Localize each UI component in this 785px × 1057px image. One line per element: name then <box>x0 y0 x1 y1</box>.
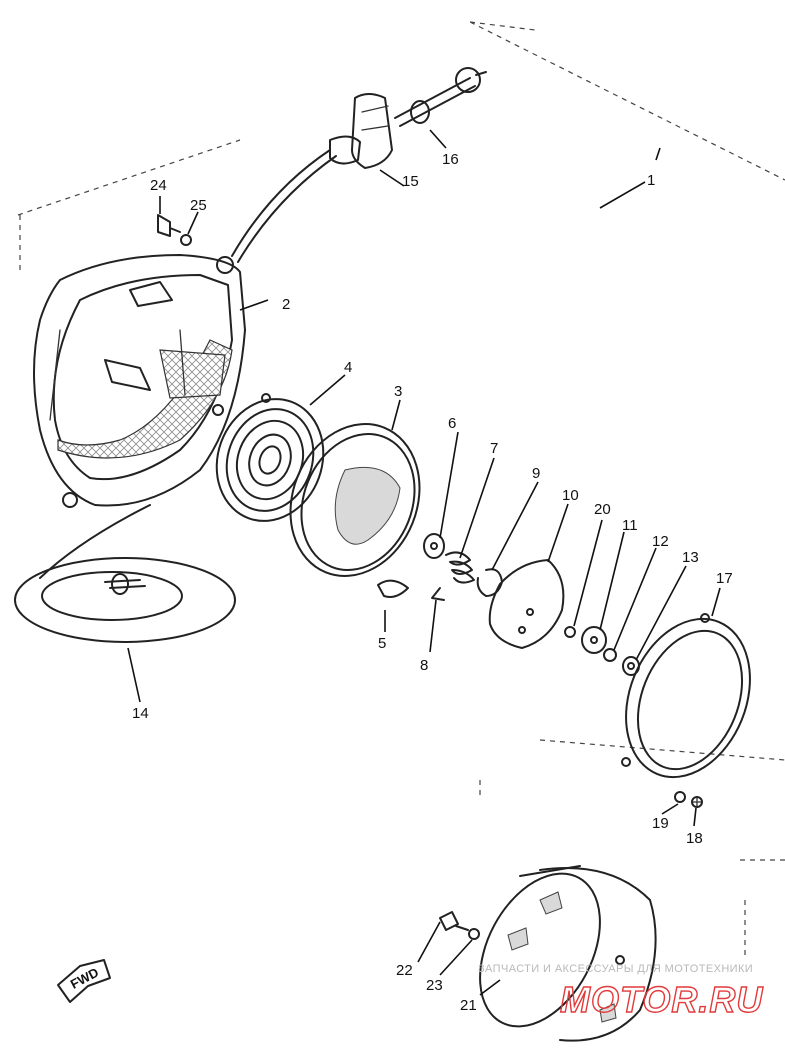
part-21-outer-cover <box>479 865 657 1042</box>
part-10-friction-plate <box>488 559 565 649</box>
callout-25: 25 <box>190 197 207 214</box>
callout-5: 5 <box>378 635 386 652</box>
callout-13: 13 <box>682 549 699 566</box>
callout-18: 18 <box>686 830 703 847</box>
part-11-washer <box>581 626 607 654</box>
part-22-bolt <box>439 911 469 931</box>
callout-15: 15 <box>402 173 419 190</box>
part-15-starter-handle <box>329 93 393 169</box>
part-23-washer <box>468 928 480 940</box>
part-3-reel <box>289 423 421 577</box>
part-6-washer <box>423 533 445 559</box>
callout-20: 20 <box>594 501 611 518</box>
callout-17: 17 <box>716 570 733 587</box>
watermark-site: MOTOR.RU <box>560 979 763 1020</box>
part-7-spring <box>445 551 475 584</box>
part-12-washer <box>603 648 617 662</box>
callout-labels: 1 2 3 4 5 6 7 8 9 10 11 12 13 14 15 16 1… <box>132 151 733 1014</box>
callout-9: 9 <box>532 465 540 482</box>
part-24-bolt <box>157 214 181 237</box>
part-9-circlip <box>476 568 503 597</box>
callout-1: 1 <box>647 172 655 189</box>
callout-2: 2 <box>282 296 290 313</box>
part-25-washer <box>180 234 192 246</box>
fwd-arrow: FWD <box>57 959 111 1003</box>
callout-14: 14 <box>132 705 149 722</box>
watermark: ЗАПЧАСТИ И АКСЕССУАРЫ ДЛЯ МОТОТЕХНИКИ MO… <box>478 963 763 1021</box>
callout-10: 10 <box>562 487 579 504</box>
part-18-screw <box>691 796 703 808</box>
fwd-label: FWD <box>68 965 101 992</box>
callout-4: 4 <box>344 359 352 376</box>
callout-22: 22 <box>396 962 413 979</box>
callout-23: 23 <box>426 977 443 994</box>
callout-16: 16 <box>442 151 459 168</box>
callout-21: 21 <box>460 997 477 1014</box>
part-1-reference <box>599 147 661 209</box>
callout-19: 19 <box>652 815 669 832</box>
watermark-tagline: ЗАПЧАСТИ И АКСЕССУАРЫ ДЛЯ МОТОТЕХНИКИ <box>478 963 753 975</box>
starter-rope <box>231 149 337 263</box>
assembly-frame-lines <box>17 21 785 960</box>
callout-11: 11 <box>622 517 638 534</box>
part-4-recoil-spring <box>215 393 325 522</box>
callout-24: 24 <box>150 177 167 194</box>
callout-3: 3 <box>394 383 402 400</box>
part-16-bolt <box>394 67 487 127</box>
part-19-washer <box>674 791 686 803</box>
part-5-pawl <box>377 579 409 598</box>
part-2-starter-housing <box>33 254 246 508</box>
part-20-washer <box>564 626 576 638</box>
callout-7: 7 <box>490 440 498 457</box>
part-17-cover-ring <box>621 613 751 779</box>
part-8-pawl-spring <box>431 587 445 601</box>
part-14-rope-coil <box>14 504 236 643</box>
callout-8: 8 <box>420 657 428 674</box>
leader-lines <box>127 129 721 996</box>
callout-6: 6 <box>448 415 456 432</box>
callout-12: 12 <box>652 533 669 550</box>
